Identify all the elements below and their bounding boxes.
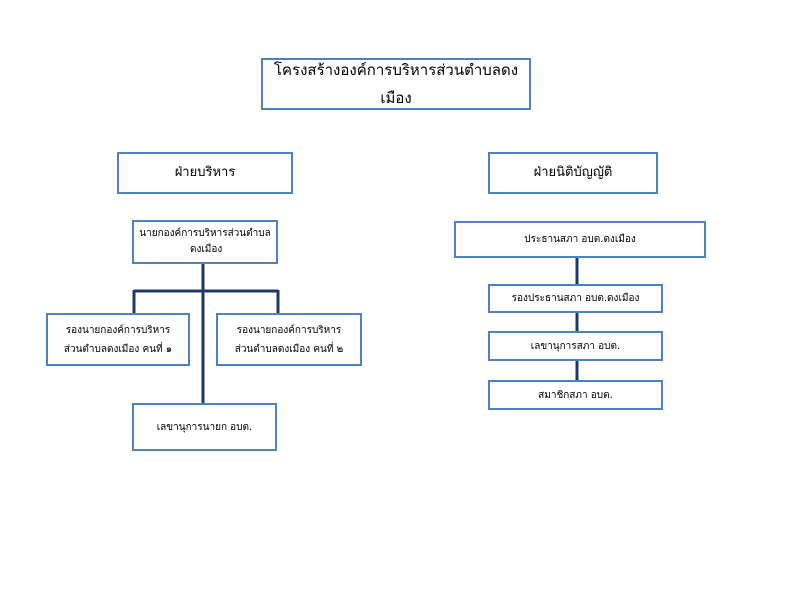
council-members-box: สมาชิกสภา อบต. <box>488 380 663 410</box>
org-chart-title: โครงสร้างองค์การบริหารส่วนตำบลดงเมือง <box>261 58 531 110</box>
mayor-secretary-text: เลขานุการนายก อบต. <box>156 421 253 433</box>
council-vice-chair-text: รองประธานสภา อบต.ดงเมือง <box>511 293 640 304</box>
deputy-mayor-2-line1: รองนายกองค์การบริหาร <box>236 324 342 336</box>
mayor-box: นายกองค์การบริหารส่วนตำบล ดงเมือง <box>132 220 278 264</box>
council-vice-chair-box: รองประธานสภา อบต.ดงเมือง <box>488 284 663 313</box>
deputy-mayor-1-line1: รองนายกองค์การบริหาร <box>65 324 171 336</box>
council-secretary-box: เลขานุการสภา อบต. <box>488 331 663 361</box>
council-secretary-text: เลขานุการสภา อบต. <box>530 340 621 352</box>
mayor-secretary-box: เลขานุการนายก อบต. <box>132 403 277 451</box>
deputy-mayor-1-box: รองนายกองค์การบริหาร ส่วนตำบลดงเมือง คนท… <box>46 313 190 366</box>
org-chart-title-text: โครงสร้างองค์การบริหารส่วนตำบลดงเมือง <box>273 60 519 108</box>
legislative-branch-header: ฝ่ายนิติบัญญัติ <box>488 152 658 194</box>
legislative-branch-header-text: ฝ่ายนิติบัญญัติ <box>533 164 613 180</box>
executive-branch-header: ฝ่ายบริหาร <box>117 152 293 194</box>
council-chair-box: ประธานสภา อบต.ดงเมือง <box>454 221 706 258</box>
council-chair-text: ประธานสภา อบต.ดงเมือง <box>524 234 636 245</box>
council-members-text: สมาชิกสภา อบต. <box>538 389 613 401</box>
deputy-mayor-2-box: รองนายกองค์การบริหาร ส่วนตำบลดงเมือง คนท… <box>216 313 362 366</box>
mayor-line1: นายกองค์การบริหารส่วนตำบล <box>139 228 271 239</box>
mayor-line2: ดงเมือง <box>190 244 223 255</box>
deputy-mayor-1-line2: ส่วนตำบลดงเมือง คนที่ ๑ <box>63 343 173 355</box>
executive-branch-header-text: ฝ่ายบริหาร <box>174 164 236 180</box>
deputy-mayor-2-line2: ส่วนตำบลดงเมือง คนที่ ๒ <box>234 343 344 355</box>
